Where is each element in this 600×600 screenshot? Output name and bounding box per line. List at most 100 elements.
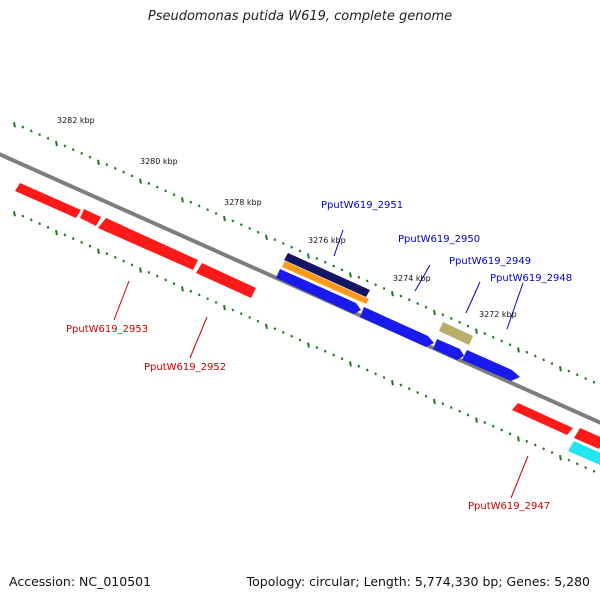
tick-mark [256,319,260,323]
tick-mark [248,315,252,319]
gene-feature[interactable] [512,403,573,435]
scale-label: 3282 kbp [57,116,95,125]
tick-mark [407,387,411,391]
tick-mark [399,383,403,387]
leader-line [506,282,524,330]
scale-label: 3278 kbp [224,198,262,207]
tick-mark [13,122,16,128]
tick-mark [433,309,436,316]
tick-mark [399,294,403,298]
tick-mark [13,211,16,217]
tick-mark [517,347,520,353]
tick-mark [122,259,126,263]
tick-mark [231,308,235,312]
gene-label-pputw619-2947[interactable]: PputW619_2947 [468,501,550,512]
gene-feature[interactable] [284,253,370,297]
gene-feature[interactable] [439,322,473,345]
tick-mark [239,312,243,316]
tick-mark [433,398,436,405]
tick-mark [323,260,327,264]
gene-label-pputw619-2951[interactable]: PputW619_2951 [321,200,403,211]
tick-mark [21,214,25,218]
tick-mark [332,353,336,357]
tick-mark [105,252,109,256]
gene-feature[interactable] [568,441,600,465]
gene-feature[interactable] [80,209,101,226]
tick-mark [340,268,344,272]
tick-mark [483,332,487,335]
gene-feature[interactable] [433,339,464,360]
tick-mark [542,358,546,362]
tick-mark [508,343,512,347]
tick-mark [46,225,50,229]
tick-mark [38,133,42,137]
gene-label-pputw619-2948[interactable]: PputW619_2948 [490,273,572,284]
tick-mark [189,200,193,204]
tick-mark [80,151,84,155]
tick-mark [567,458,571,462]
tick-mark [391,379,394,386]
tick-mark [441,313,445,317]
tick-mark [315,345,319,349]
tick-mark [458,320,462,324]
genome-summary-text: Topology: circular; Length: 5,774,330 bp… [246,574,590,589]
gene-label-pputw619-2952[interactable]: PputW619_2952 [144,362,226,373]
tick-mark [231,219,235,223]
gene-label-pputw619-2949[interactable]: PputW619_2949 [449,256,531,267]
tick-mark [21,125,25,129]
tick-mark [483,421,487,424]
tick-mark [164,278,168,282]
tick-mark [584,377,588,381]
tick-mark [256,230,260,234]
reverse-strand-genes [15,183,600,465]
tick-mark [365,279,369,283]
tick-mark [155,185,159,189]
tick-mark [424,394,428,398]
tick-mark [164,189,168,193]
tick-mark [80,240,84,244]
tick-mark [374,283,378,287]
gene-feature[interactable] [462,350,520,381]
tick-mark [147,270,151,274]
tick-mark [71,148,75,152]
tick-mark [214,300,218,304]
gene-label-pputw619-2953[interactable]: PputW619_2953 [66,324,148,335]
tick-mark [307,253,310,259]
tick-mark [139,267,142,273]
gene-feature[interactable] [196,263,256,298]
tick-mark [147,181,151,185]
gene-feature[interactable] [276,269,361,314]
gene-feature[interactable] [574,428,600,449]
tick-mark [533,354,537,358]
tick-mark [349,361,352,367]
tick-mark [298,338,302,342]
tick-mark [265,323,268,330]
tick-mark [197,204,201,208]
gene-feature[interactable] [98,218,198,270]
tick-mark [139,178,142,184]
accession-text: Accession: NC_010501 [9,574,152,589]
tick-mark [113,255,117,259]
tick-mark [38,222,42,226]
tick-mark [97,248,100,254]
tick-mark [500,339,504,343]
tick-mark [592,469,596,473]
scale-labels: 3282 kbp 3280 kbp 3278 kbp 3276 kbp 3274… [57,116,517,319]
leader-line [189,316,208,359]
tick-mark [105,163,109,167]
tick-mark [206,297,210,301]
tick-mark [113,166,117,170]
tick-mark [281,241,285,245]
tick-mark [323,349,327,353]
gene-label-pputw619-2950[interactable]: PputW619_2950 [398,234,480,245]
tick-mark [88,244,92,248]
tick-mark [416,391,420,394]
tick-marks [13,122,596,473]
tick-mark [391,290,394,297]
gene-feature[interactable] [282,261,369,304]
gene-feature[interactable] [360,307,434,347]
gene-feature[interactable] [15,183,81,218]
tick-mark [466,324,470,328]
